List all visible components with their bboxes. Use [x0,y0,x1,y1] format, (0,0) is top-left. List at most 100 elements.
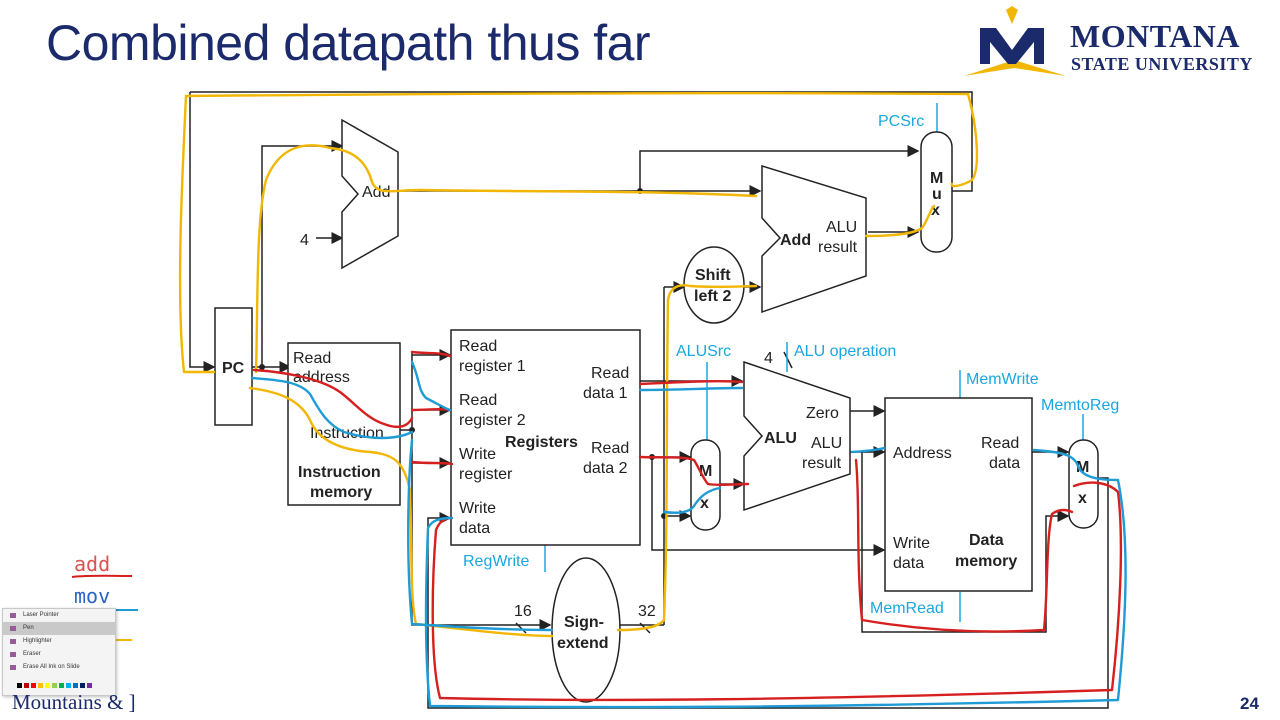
rf-title: Registers [505,434,578,451]
rf-rd2-b: data 2 [583,460,628,477]
menu-item-label: Eraser [23,651,41,657]
color-swatch[interactable] [66,683,71,688]
menu-item-pen[interactable]: Pen [3,622,115,635]
menu-item-label: Erase All Ink on Slide [23,664,80,670]
ink-yellow [178,91,979,638]
alu-title: ALU [764,430,797,447]
color-swatch[interactable] [24,683,29,688]
sign-extend-label-1: Sign- [564,614,604,631]
ink-color-swatches[interactable] [17,683,94,690]
rf-wd-b: data [459,520,490,537]
alu-operation-label: ALU operation [794,343,896,360]
branch-adder [761,164,867,314]
menu-item-label: Highlighter [23,638,52,644]
pc-label: PC [222,360,245,377]
bits-32-label: 32 [638,603,656,620]
rf-rr1-b: register 1 [459,358,526,375]
rf-wr-b: register [459,466,513,483]
rf-rd1-a: Read [591,365,629,382]
alu-op-bits: 4 [764,350,773,367]
regwrite-label: RegWrite [463,553,529,570]
legend-add: add [74,552,111,576]
slide-title: Combined datapath thus far [46,15,651,71]
menu-item-erase-all[interactable]: Erase All Ink on Slide [3,661,115,674]
color-swatch[interactable] [17,683,22,688]
menu-item-highlighter[interactable]: Highlighter [3,635,115,648]
bits-16-label: 16 [514,603,532,620]
logo-line-1: MONTANA [1070,18,1240,54]
pcsrc-label: PCSrc [878,113,924,130]
erase-all-icon [10,665,16,670]
logo-line-2: STATE UNIVERSITY [1071,54,1253,74]
im-read-label: Read [293,350,331,367]
pc-mux-u: u [932,186,942,203]
menu-item-eraser[interactable]: Eraser [3,648,115,661]
ink-red [252,350,1123,702]
rf-rr2-b: register 2 [459,412,526,429]
ink-blue [250,360,1127,709]
alusrc-mux-x: x [700,495,709,512]
color-swatch[interactable] [59,683,64,688]
dm-read-2: data [989,455,1020,472]
highlighter-icon [10,639,16,644]
memwrite-label: MemWrite [966,371,1039,388]
branch-result-label: result [818,239,858,256]
branch-alu-label: ALU [826,219,857,236]
shift-label-2: left 2 [694,288,731,305]
color-swatch[interactable] [31,683,36,688]
menu-item-laser-pointer[interactable]: Laser Pointer [3,609,115,622]
dm-title-1: Data [969,532,1004,549]
pc-adder-label: Add [362,184,390,201]
menu-item-label: Laser Pointer [23,612,59,618]
color-swatch[interactable] [80,683,85,688]
legend-add-stroke [71,574,133,578]
im-address-label: address [293,369,350,386]
color-swatch[interactable] [87,683,92,688]
eraser-icon [10,652,16,657]
alu-alu-label: ALU [811,435,842,452]
color-swatch[interactable] [73,683,78,688]
laser-pointer-icon [10,613,16,618]
color-swatch[interactable] [38,683,43,688]
rf-rr2-a: Read [459,392,497,409]
color-swatch[interactable] [45,683,50,688]
pen-context-menu[interactable]: Laser Pointer Pen Highlighter Eraser Era… [2,608,116,696]
rf-rr1-a: Read [459,338,497,355]
data-memory [884,397,1033,592]
rf-wr-a: Write [459,446,496,463]
branch-add-label: Add [780,232,811,249]
legend-strokes [114,609,138,641]
shift-label-1: Shift [695,267,731,284]
rf-rd1-b: data 1 [583,385,628,402]
rf-rd2-a: Read [591,440,629,457]
menu-item-label: Pen [23,625,34,631]
dm-address-label: Address [893,445,952,462]
const-four-label: 4 [300,232,309,249]
alusrc-label: ALUSrc [676,343,731,360]
legend-mov: mov [74,584,111,608]
rf-wd-a: Write [459,500,496,517]
im-title-1: Instruction [298,464,381,481]
register-file [450,329,641,546]
control-lines [544,103,1084,622]
im-title-2: memory [310,484,372,501]
color-swatch[interactable] [52,683,57,688]
memtoreg-mux-m: M [1076,459,1089,476]
alu-zero-label: Zero [806,405,839,422]
pc-mux [920,131,953,253]
dm-title-2: memory [955,553,1017,570]
footer-text: Mountains & ] [12,690,136,714]
university-logo: MONTANA STATE UNIVERSITY [962,6,1272,86]
memtoreg-mux-x: x [1078,490,1087,507]
page-number: 24 [1240,694,1259,713]
dm-read-1: Read [981,435,1019,452]
pc-register [214,307,253,426]
pc-mux-m: M [930,170,943,187]
memtoreg-label: MemtoReg [1041,397,1119,414]
alu-result-label: result [802,455,842,472]
sign-extend-label-2: extend [557,635,609,652]
montana-m-logo-icon [964,6,1066,76]
dm-write-1: Write [893,535,930,552]
memread-label: MemRead [870,600,944,617]
